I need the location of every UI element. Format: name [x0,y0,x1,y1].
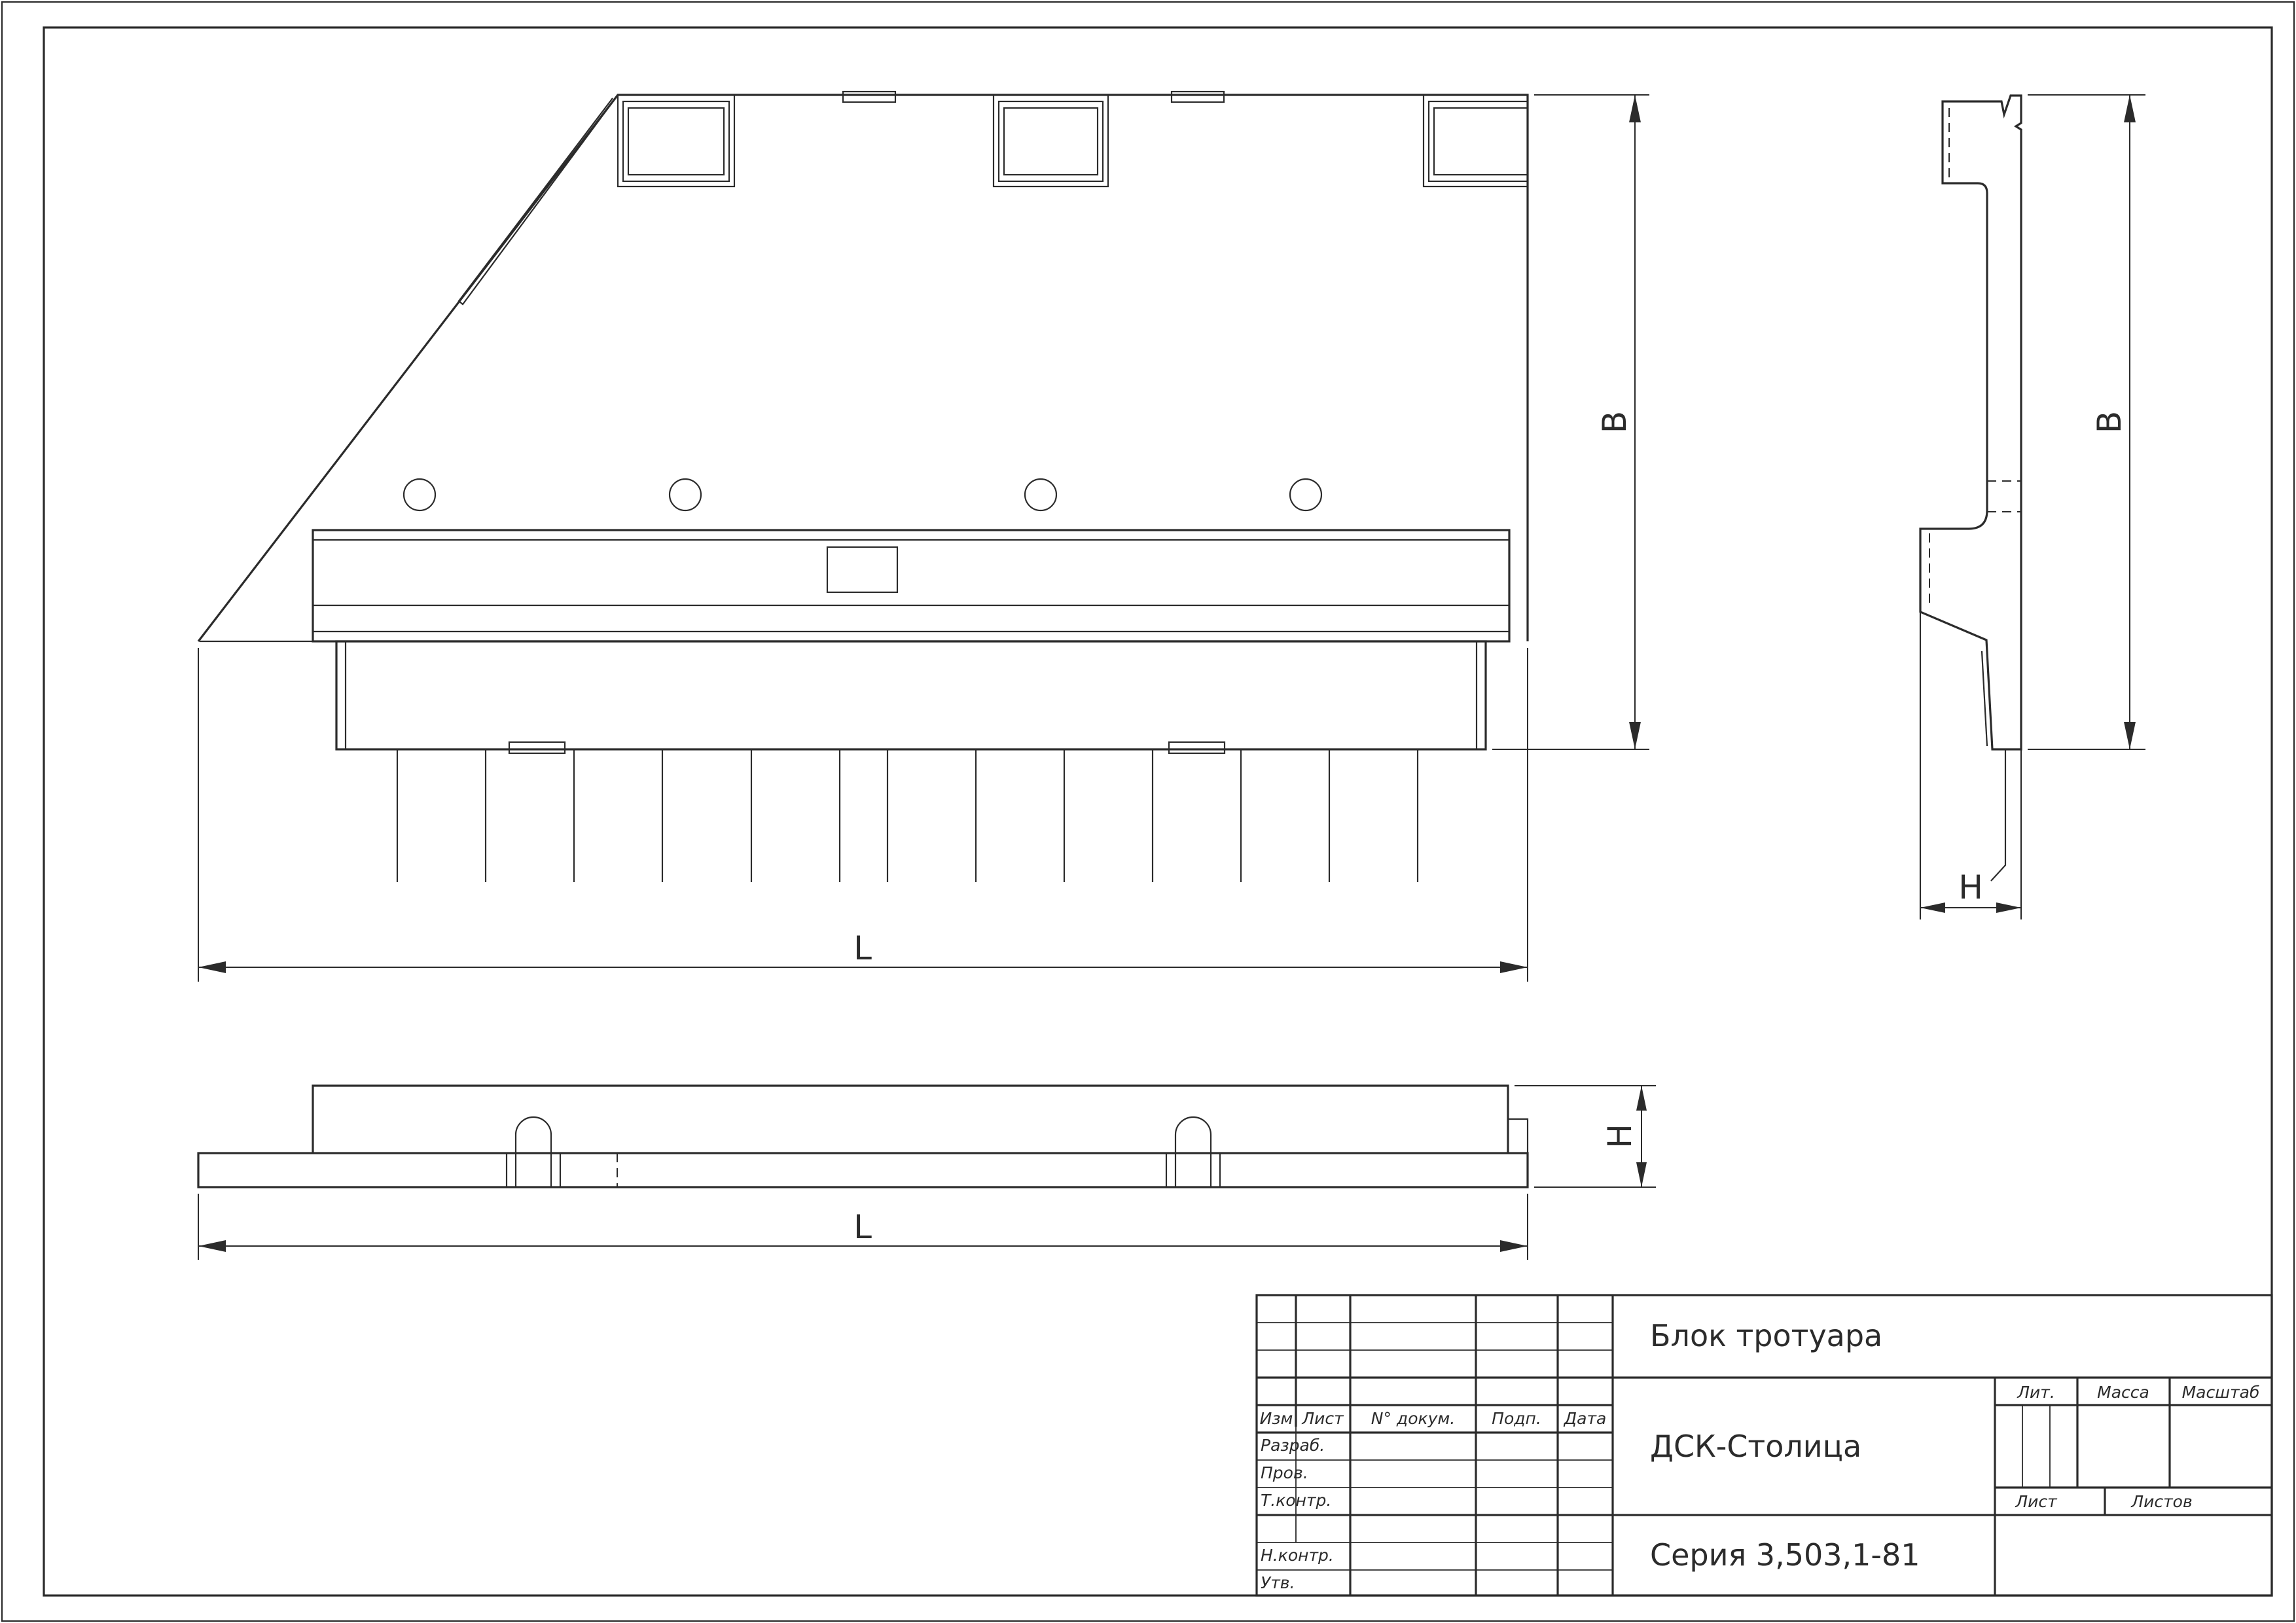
dimension-width-plan: B [1492,94,1649,750]
dimension-label-length: L [853,929,872,967]
col-sign: Подп. [1492,1409,1541,1428]
hole-1 [403,478,437,512]
label-lit: Лит. [2017,1383,2055,1402]
organization-name: ДСК-Столица [1650,1429,1861,1464]
hole-4 [1289,478,1323,512]
col-doc: N° докум. [1371,1409,1455,1428]
drawing-title: Блок тротуара [1650,1318,1882,1353]
plan-view: L B [197,90,1649,982]
curb-band [312,529,1511,643]
hole-2 [668,478,702,512]
label-scale: Масштаб [2182,1383,2260,1402]
hole-3 [1024,478,1058,512]
lower-flange [335,640,1487,755]
dimension-label-length-elevation: L [853,1208,872,1246]
top-recess-3 [1422,94,1529,188]
dimension-label-height-section: H [1958,868,1983,906]
row-developed: Разраб. [1261,1436,1325,1455]
dimension-label-width: B [1596,411,1634,433]
row-norm-control: Н.контр. [1261,1546,1334,1565]
drawing-frame [43,26,2273,1597]
col-date: Дата [1564,1409,1607,1428]
rebar-outlets [396,749,1419,882]
lifting-loop-1 [505,1116,562,1187]
label-sheet: Лист [2015,1492,2058,1511]
dimension-length-plan: L [198,648,1528,982]
col-izm: Изм [1260,1409,1293,1428]
dimension-width-section: B [2028,94,2145,750]
dimension-label-width-section: B [2090,411,2128,433]
dimension-height-section: H [1920,868,2021,913]
dimension-length-elevation: L [198,1194,1528,1260]
label-sheets: Листов [2130,1492,2192,1511]
row-tech-control: Т.контр. [1261,1491,1331,1510]
side-section-view: H B [1919,94,2145,919]
elevation-view: L H [197,1084,1656,1260]
row-checked: Пров. [1261,1463,1308,1482]
embedded-plate-top-2 [1170,90,1225,103]
title-block: Блок тротуара ДСК-Столица Серия 3,503,1-… [1255,1294,2273,1597]
top-recess-2 [992,94,1109,188]
lifting-loop-2 [1165,1116,1221,1187]
top-recess-1 [617,94,736,188]
col-list: Лист [1301,1409,1344,1428]
drawing-series: Серия 3,503,1-81 [1650,1537,1920,1573]
dimension-height-elevation: H [1515,1085,1656,1188]
label-mass: Масса [2097,1383,2149,1402]
dimension-label-height-elevation: H [1601,1124,1639,1149]
embedded-plate-top-1 [842,90,897,103]
row-approved: Утв. [1261,1573,1295,1592]
